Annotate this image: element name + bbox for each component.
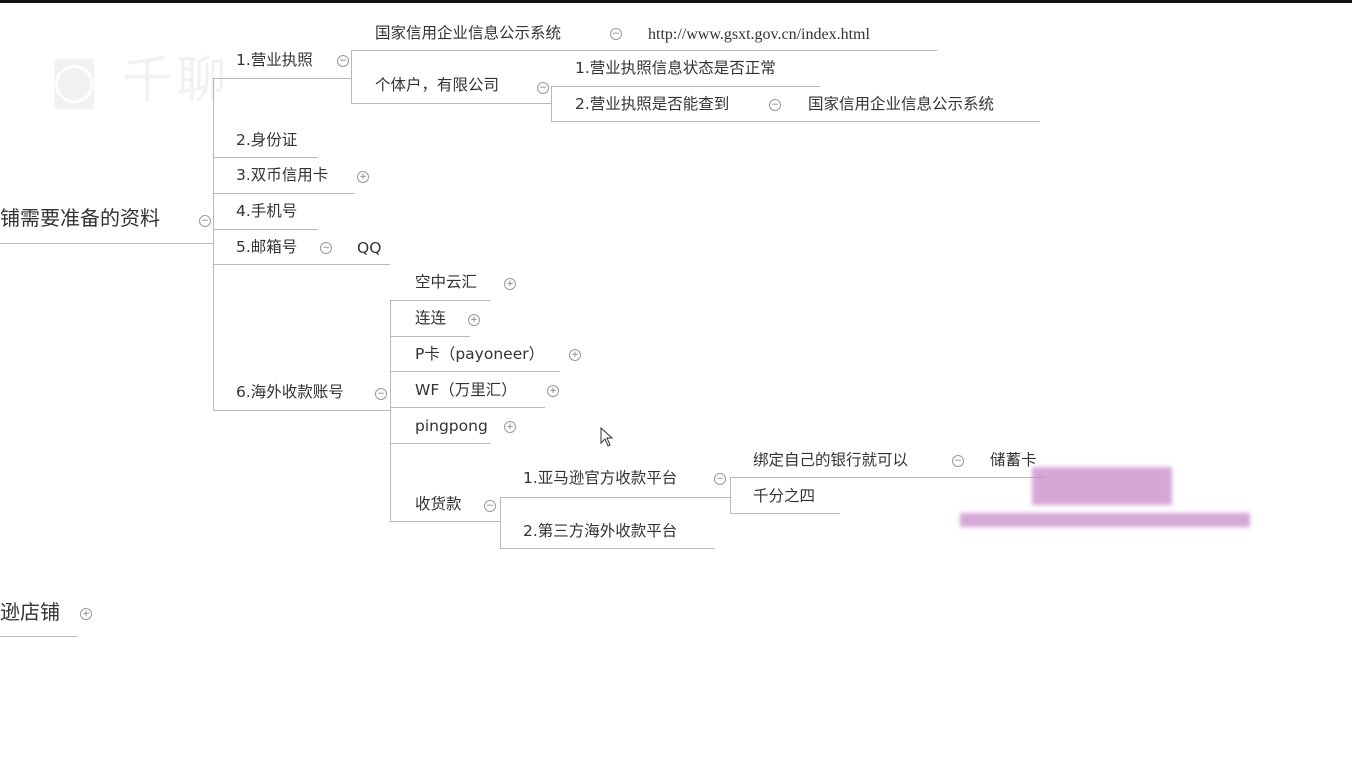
connector xyxy=(213,78,351,79)
node-url[interactable]: http://www.gsxt.gov.cn/index.html xyxy=(648,26,870,43)
node-worldfirst[interactable]: WF（万里汇） xyxy=(415,381,517,399)
connector xyxy=(500,548,715,549)
node-overseas[interactable]: 6.海外收款账号 xyxy=(236,383,344,401)
node-receive[interactable]: 收货款 xyxy=(415,495,462,513)
top-bar xyxy=(0,0,1352,3)
connector xyxy=(551,121,1040,122)
connector xyxy=(500,497,501,548)
collapse-icon[interactable]: − xyxy=(199,215,211,227)
connector xyxy=(390,521,500,522)
connector xyxy=(390,407,545,408)
connector xyxy=(390,300,391,521)
collapse-icon[interactable]: − xyxy=(952,455,964,467)
node-fee[interactable]: 千分之四 xyxy=(753,487,816,505)
node-license[interactable]: 1.营业执照 xyxy=(236,51,313,69)
mouse-cursor-icon xyxy=(600,427,614,447)
connector xyxy=(0,636,77,637)
connector xyxy=(730,477,731,513)
watermark-logo: ◙ 千聊 xyxy=(50,51,231,109)
connector xyxy=(390,300,490,301)
blurred-region xyxy=(1032,467,1172,505)
node-amazon[interactable]: 1.亚马逊官方收款平台 xyxy=(523,469,678,487)
connector xyxy=(213,264,390,265)
connector xyxy=(213,157,318,158)
root-node[interactable]: 铺需要准备的资料 xyxy=(0,206,160,230)
connector xyxy=(213,229,318,230)
connector xyxy=(500,497,730,498)
collapse-icon[interactable]: − xyxy=(375,388,387,400)
node-phone[interactable]: 4.手机号 xyxy=(236,202,298,220)
expand-icon[interactable]: + xyxy=(569,349,581,361)
expand-icon[interactable]: + xyxy=(504,421,516,433)
node-airwallex[interactable]: 空中云汇 xyxy=(415,273,478,291)
blurred-region xyxy=(960,513,1250,527)
connector xyxy=(351,103,551,104)
connector xyxy=(730,477,1045,478)
connector xyxy=(0,243,213,244)
connector xyxy=(390,371,560,372)
node-email[interactable]: 5.邮箱号 xyxy=(236,238,298,256)
expand-icon[interactable]: + xyxy=(468,314,480,326)
expand-icon[interactable]: + xyxy=(504,278,516,290)
expand-icon[interactable]: + xyxy=(80,608,92,620)
node-bind-bank[interactable]: 绑定自己的银行就可以 xyxy=(753,451,909,469)
node-type[interactable]: 个体户，有限公司 xyxy=(375,76,500,94)
collapse-icon[interactable]: − xyxy=(337,55,349,67)
connector xyxy=(390,336,470,337)
node-third-party[interactable]: 2.第三方海外收款平台 xyxy=(523,522,678,540)
collapse-icon[interactable]: − xyxy=(537,82,549,94)
node-id[interactable]: 2.身份证 xyxy=(236,131,298,149)
connector xyxy=(351,50,937,51)
collapse-icon[interactable]: − xyxy=(714,473,726,485)
connector xyxy=(551,86,820,87)
node-debit-card[interactable]: 储蓄卡 xyxy=(990,451,1037,469)
node-system[interactable]: 国家信用企业信息公示系统 xyxy=(375,24,562,42)
connector xyxy=(213,193,355,194)
collapse-icon[interactable]: − xyxy=(320,242,332,254)
node-qq[interactable]: QQ xyxy=(357,239,382,257)
node-lianlian[interactable]: 连连 xyxy=(415,309,447,327)
connector xyxy=(213,78,214,410)
node-check2-system[interactable]: 国家信用企业信息公示系统 xyxy=(808,95,995,113)
node-card[interactable]: 3.双币信用卡 xyxy=(236,166,329,184)
root-node-2[interactable]: 逊店铺 xyxy=(0,600,60,624)
connector xyxy=(730,513,840,514)
connector xyxy=(213,410,390,411)
expand-icon[interactable]: + xyxy=(357,171,369,183)
node-check2[interactable]: 2.营业执照是否能查到 xyxy=(575,95,730,113)
node-check1[interactable]: 1.营业执照信息状态是否正常 xyxy=(575,59,776,77)
collapse-icon[interactable]: − xyxy=(484,500,496,512)
expand-icon[interactable]: + xyxy=(547,385,559,397)
collapse-icon[interactable]: − xyxy=(610,28,622,40)
connector xyxy=(551,86,552,121)
connector xyxy=(351,50,352,103)
collapse-icon[interactable]: − xyxy=(769,99,781,111)
connector xyxy=(390,443,490,444)
node-pingpong[interactable]: pingpong xyxy=(415,417,488,435)
node-payoneer[interactable]: P卡（payoneer） xyxy=(415,345,545,363)
